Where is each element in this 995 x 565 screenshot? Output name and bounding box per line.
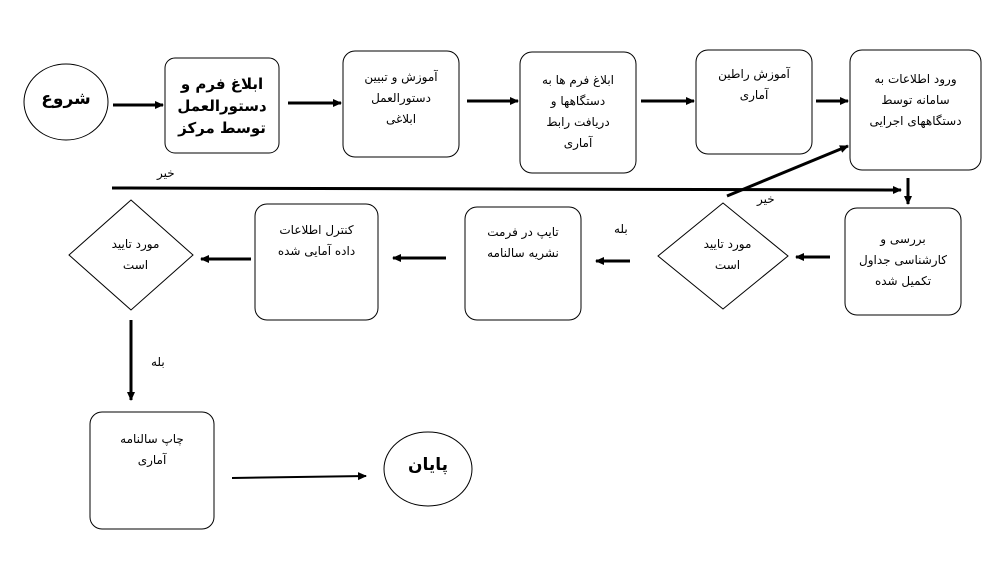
decision2-diamond — [68, 199, 194, 311]
edge-label-yes-decision2: بله — [151, 355, 165, 369]
step9-box — [89, 411, 215, 530]
step3-box — [519, 51, 637, 174]
edge-label-no-top: خیر — [157, 166, 175, 180]
step4-box — [695, 49, 813, 155]
start-terminal-shape — [23, 63, 109, 141]
arrow-decision1-no-to-step5 — [726, 144, 849, 198]
step6-box — [844, 207, 962, 316]
arrow-step9-to-end — [231, 472, 367, 481]
end-terminal-shape — [383, 431, 473, 507]
step8-box — [254, 203, 379, 321]
decision1-diamond — [657, 202, 789, 310]
edge-label-no-decision: خیر — [757, 192, 775, 206]
arrow-no-loop-long — [111, 185, 902, 194]
step2-box — [342, 50, 460, 158]
step1-box — [164, 57, 280, 154]
step7-box — [464, 206, 582, 321]
edge-label-yes-decision1: بله — [614, 222, 628, 236]
step5-box — [849, 49, 982, 171]
